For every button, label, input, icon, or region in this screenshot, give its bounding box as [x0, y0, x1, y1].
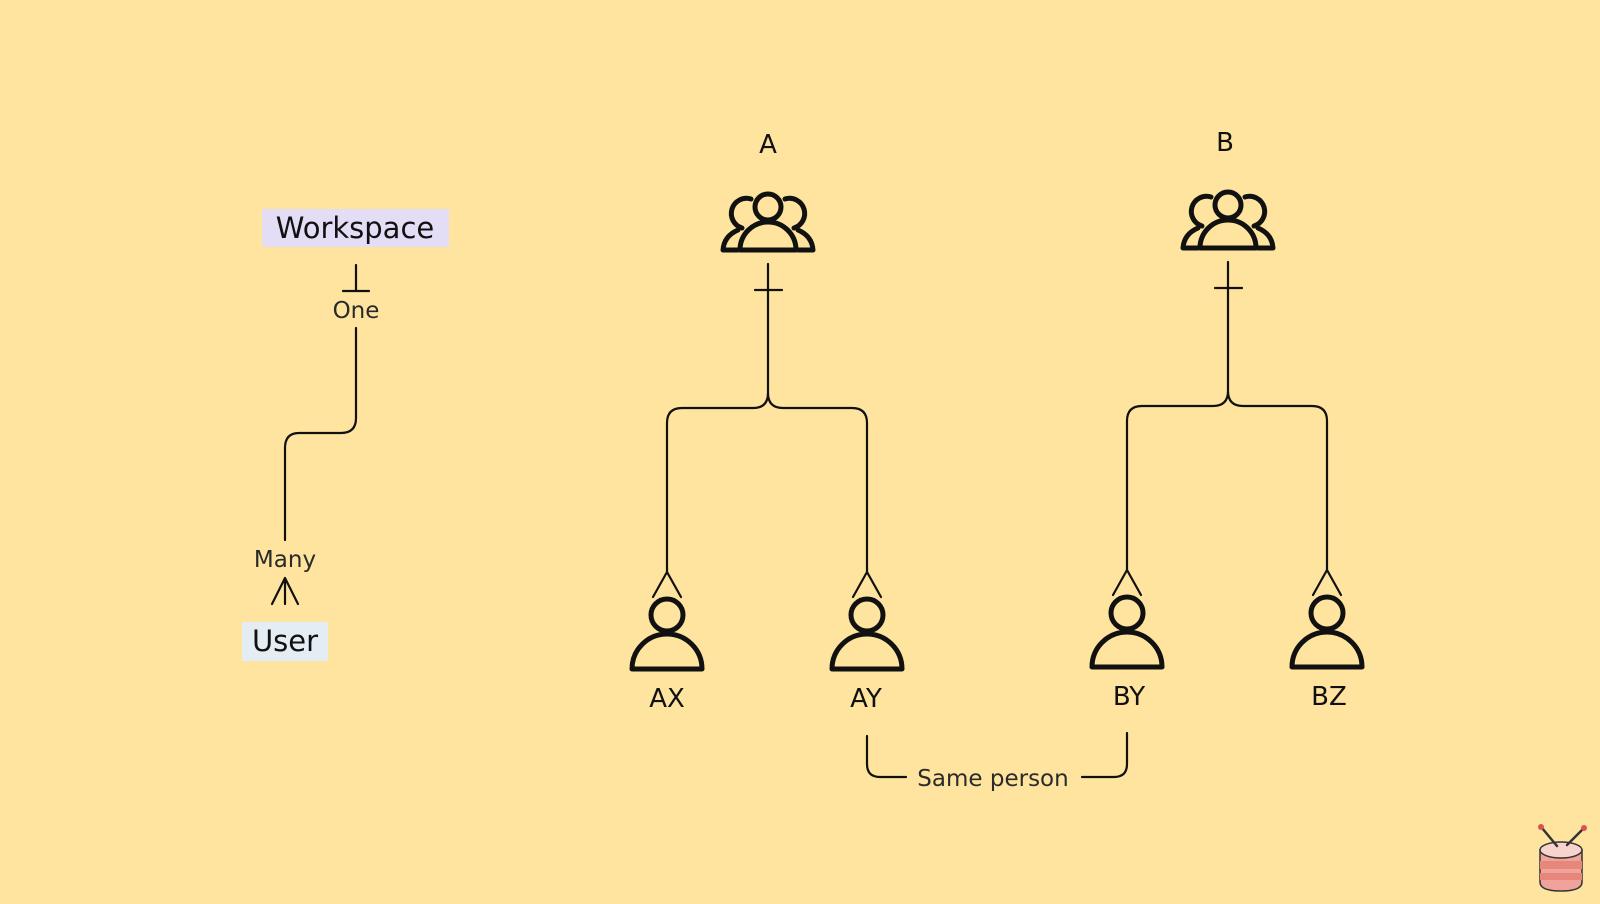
one-marker: [341, 263, 371, 293]
member-bz-label: BZ: [1311, 682, 1347, 712]
workspace-label-bg: [262, 209, 449, 247]
workspace-user-connector: [283, 326, 358, 542]
group-b-label: B: [1216, 128, 1234, 158]
person-icon: [829, 596, 905, 672]
workspace-label: Workspace: [276, 211, 435, 245]
group-of-people-icon: [1180, 189, 1276, 251]
cardinality-one-label: One: [333, 298, 380, 324]
member-ax-label: AX: [649, 684, 685, 714]
group-a-tree: [665, 262, 869, 574]
group-b: B BY BZ: [1089, 128, 1365, 712]
user-label: User: [252, 624, 318, 658]
bracket-right: [1080, 731, 1129, 779]
many-marker-ax: [651, 570, 683, 599]
cardinality-many-label: Many: [254, 547, 316, 573]
many-marker: [270, 576, 300, 606]
same-person-label: Same person: [917, 766, 1068, 792]
many-marker-ay: [851, 570, 883, 599]
person-icon: [1089, 594, 1165, 670]
cardinality-legend: Workspace One Many User: [242, 209, 449, 661]
person-icon: [1289, 594, 1365, 670]
same-person-bracket: Same person: [865, 731, 1129, 792]
member-by-label: BY: [1113, 682, 1145, 712]
member-ay-label: AY: [850, 684, 882, 714]
group-b-tree: [1125, 260, 1329, 572]
group-a: A AX AY: [629, 130, 905, 714]
group-a-label: A: [759, 130, 777, 160]
many-marker-by: [1111, 568, 1143, 597]
bracket-left: [865, 734, 908, 779]
drum-logo-icon: [1538, 824, 1587, 892]
group-of-people-icon: [720, 191, 816, 253]
person-icon: [629, 596, 705, 672]
many-marker-bz: [1311, 568, 1343, 597]
user-label-bg: [242, 622, 328, 661]
